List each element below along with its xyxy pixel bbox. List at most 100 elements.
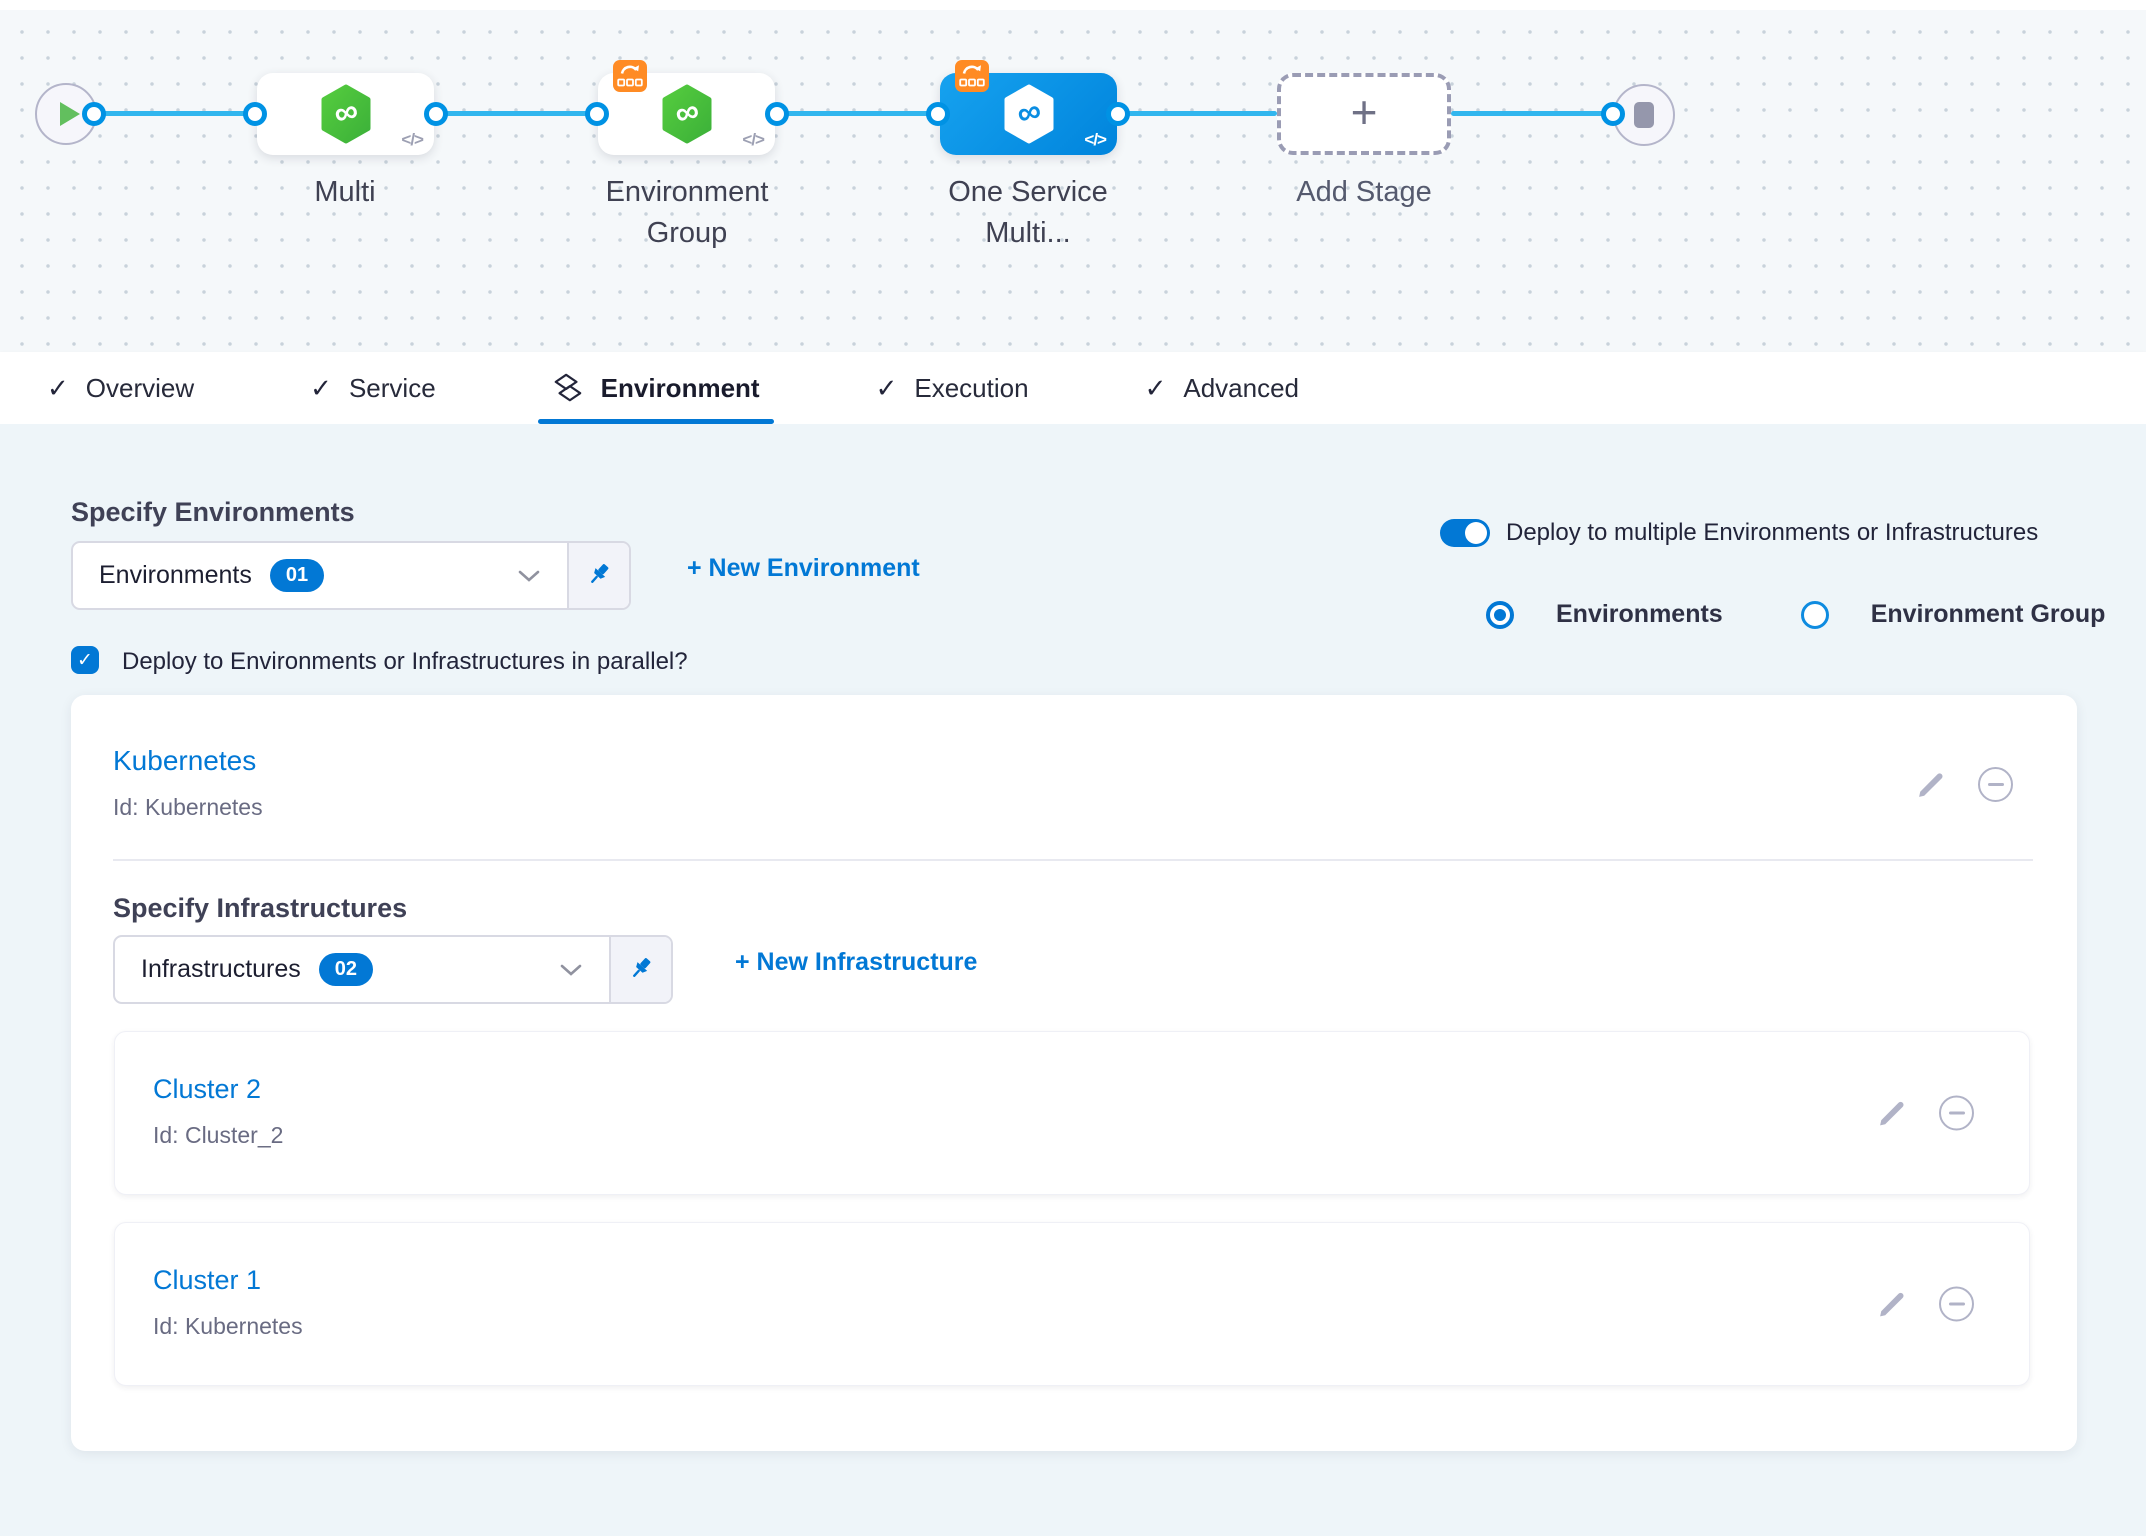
connector-port[interactable] [424,102,448,126]
environment-name-link[interactable]: Kubernetes [113,745,257,776]
connector-port[interactable] [243,102,267,126]
pencil-icon [1919,773,1943,797]
harness-cd-icon: ∞ [1001,83,1057,145]
toggle-knob [1465,522,1487,544]
tab-label: Advanced [1183,372,1300,403]
remove-infrastructure-button[interactable] [1939,1286,1974,1322]
code-icon: </> [401,130,424,149]
environments-dropdown[interactable]: Environments 01 [71,541,631,610]
pushpin-icon [633,957,651,977]
connector-port[interactable] [82,102,106,126]
connector-port[interactable] [585,102,609,126]
environment-id-text: Id: Kubernetes [113,794,263,820]
minus-icon [1987,783,2004,786]
looping-strategy-badge-icon [613,60,647,92]
connector-port[interactable] [926,102,950,126]
stage-node-multi[interactable]: ∞ </> [257,73,434,155]
stop-icon [1634,102,1654,128]
code-icon: </> [742,130,765,149]
check-icon: ✓ [875,372,898,403]
stage-tab-bar: ✓ Overview ✓ Service Environment ✓ Execu… [0,352,2146,424]
edit-environment-button[interactable] [1915,768,1948,801]
edit-infrastructure-button[interactable] [1876,1288,1909,1321]
pin-button[interactable] [609,937,671,1002]
infrastructure-actions [1876,1286,1974,1322]
remove-infrastructure-button[interactable] [1939,1095,1974,1131]
infrastructure-actions [1876,1095,1974,1131]
multi-deploy-toggle-label: Deploy to multiple Environments or Infra… [1506,519,2039,546]
new-environment-link[interactable]: + New Environment [687,554,920,582]
check-icon: ✓ [47,372,69,403]
tab-label: Overview [85,372,195,403]
stage-label-one-service-multi: One Service Multi... [948,176,1108,249]
infrastructure-id-text: Id: Kubernetes [153,1313,303,1339]
infrastructure-card: Cluster 2 Id: Cluster_2 [114,1031,2030,1195]
radio-environments[interactable] [1486,600,1514,629]
deploy-target-radio-group: Environments Environment Group [1486,600,2105,629]
pushpin-icon [591,563,609,583]
chevron-down-icon [517,569,541,583]
harness-cd-icon: ∞ [318,83,374,145]
specify-infrastructures-heading: Specify Infrastructures [113,893,408,923]
panel-divider [113,859,2033,861]
minus-icon [1948,1302,1965,1306]
tab-label: Environment [600,372,760,403]
environments-dropdown-value[interactable]: Environments 01 [73,543,567,608]
remove-environment-button[interactable] [1978,767,2013,802]
connector-port[interactable] [1106,102,1130,126]
environment-panel: Kubernetes Id: Kubernetes Specify Infras… [71,695,2077,1451]
tab-execution[interactable]: ✓ Execution [862,352,1043,424]
infrastructures-dropdown[interactable]: Infrastructures 02 [113,935,673,1004]
add-stage-label: Add Stage [1296,176,1432,208]
stage-label-multi: Multi [314,176,376,208]
stage-label-environment-group: Environment Group [605,176,769,249]
chevron-down-icon [559,963,583,977]
connector-line [777,111,938,116]
check-icon: ✓ [77,649,93,671]
infrastructures-dropdown-value[interactable]: Infrastructures 02 [115,937,609,1002]
environment-actions [1915,767,2013,802]
connector-port[interactable] [765,102,789,126]
tab-environment[interactable]: Environment [537,352,774,424]
radio-environments-label: Environments [1556,600,1723,628]
specify-environments-heading: Specify Environments [71,497,355,527]
connector-line [94,111,255,116]
connector-line [1451,111,1613,116]
code-icon: </> [1084,130,1107,149]
multi-deploy-toggle[interactable] [1440,519,1490,547]
dropdown-label: Environments [99,561,252,589]
looping-strategy-badge-icon [955,60,989,92]
tab-label: Service [348,372,436,403]
tab-advanced[interactable]: ✓ Advanced [1131,352,1313,424]
stage-node-environment-group[interactable]: ∞ </> [598,60,775,155]
connector-line [1118,111,1277,116]
environment-tab-content: Specify Environments Environments 01 [0,424,2146,1536]
stage-node-one-service-multi[interactable]: ∞ </> [940,60,1117,155]
connector-port[interactable] [1601,102,1625,126]
pin-button[interactable] [567,543,629,608]
edit-infrastructure-button[interactable] [1876,1097,1909,1130]
pencil-icon [1880,1292,1904,1317]
infrastructure-id-text: Id: Cluster_2 [153,1122,284,1148]
check-icon: ✓ [1144,372,1167,403]
count-badge: 02 [318,953,374,986]
add-stage-button[interactable]: + [1277,73,1451,155]
dropdown-label: Infrastructures [141,955,301,983]
pipeline-canvas: ∞ </> [0,10,2146,352]
infrastructure-name-link[interactable]: Cluster 1 [153,1265,262,1295]
infrastructure-name-link[interactable]: Cluster 2 [153,1074,262,1104]
parallel-deploy-checkbox-label: Deploy to Environments or Infrastructure… [122,648,688,675]
minus-icon [1948,1111,1965,1115]
parallel-deploy-checkbox[interactable]: ✓ [71,646,99,674]
check-icon: ✓ [310,372,332,403]
new-infrastructure-link[interactable]: + New Infrastructure [735,948,978,976]
harness-cd-icon: ∞ [659,83,715,145]
connector-line [436,111,597,116]
plus-icon: + [1350,86,1378,138]
radio-environment-group[interactable] [1800,600,1829,629]
pencil-icon [1880,1101,1904,1126]
radio-environment-group-label: Environment Group [1870,600,2106,628]
tab-service[interactable]: ✓ Service [296,352,450,424]
tab-overview[interactable]: ✓ Overview [33,352,208,424]
